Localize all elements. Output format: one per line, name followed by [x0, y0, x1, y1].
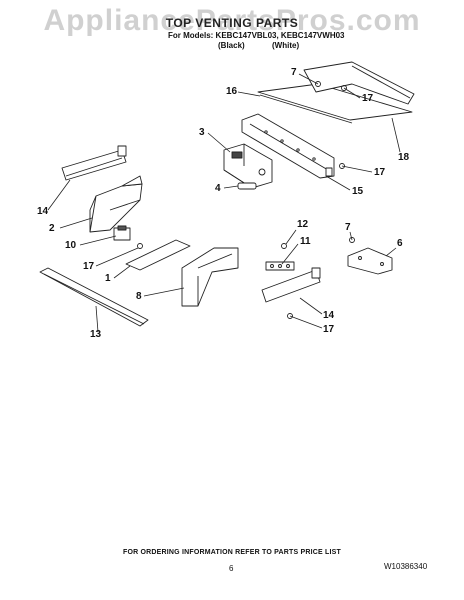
page-title: TOP VENTING PARTS: [165, 16, 299, 30]
callout-10: 10: [65, 240, 77, 251]
callout-13: 13: [90, 329, 102, 340]
fan-motor-part: [223, 143, 273, 189]
callout-17-bottom: 17: [323, 324, 335, 335]
callout-16: 16: [226, 86, 238, 97]
rail-part: [39, 267, 149, 327]
callout-4: 4: [215, 183, 221, 194]
callout-8: 8: [136, 291, 142, 302]
callout-6: 6: [397, 238, 403, 249]
callout-7-top: 7: [291, 67, 297, 78]
mounting-plate-part: [347, 247, 393, 275]
callout-2: 2: [49, 223, 55, 234]
vent-panel-part: [257, 61, 415, 124]
callout-3: 3: [199, 127, 205, 138]
models-line: For Models: KEBC147VBL03, KEBC147VWH03: [168, 31, 345, 40]
terminal-block-part: [265, 261, 295, 271]
channel-part: [125, 239, 191, 271]
leader-lines: [47, 73, 401, 333]
callout-15: 15: [352, 186, 364, 197]
baffle-part: [181, 247, 239, 307]
callout-14-left: 14: [37, 206, 49, 217]
right-bracket-part: [261, 267, 321, 303]
callout-11: 11: [300, 236, 311, 247]
watermark-logo: AppliancePartsPros.com: [43, 4, 421, 37]
ordering-note: FOR ORDERING INFORMATION REFER TO PARTS …: [122, 549, 342, 556]
callout-18: 18: [398, 152, 410, 163]
duct-part: [89, 175, 143, 233]
vent-bracket-part: [241, 113, 335, 179]
clip-part: [237, 182, 257, 190]
callout-12: 12: [297, 219, 309, 230]
callout-14-right: 14: [323, 310, 335, 321]
callout-1: 1: [105, 273, 111, 284]
left-bracket-part: [61, 145, 127, 181]
callout-17-top: 17: [362, 93, 374, 104]
callout-17-motor: 17: [374, 167, 386, 178]
color-label-white: (White): [272, 41, 300, 50]
screw-parts: [137, 81, 355, 319]
color-label-black: (Black): [218, 41, 245, 50]
thermostat-part: [113, 225, 131, 241]
page-number: 6: [229, 564, 234, 573]
document-number: W10386340: [384, 562, 428, 571]
callout-17-left: 17: [83, 261, 95, 272]
callout-7-right: 7: [345, 222, 351, 233]
